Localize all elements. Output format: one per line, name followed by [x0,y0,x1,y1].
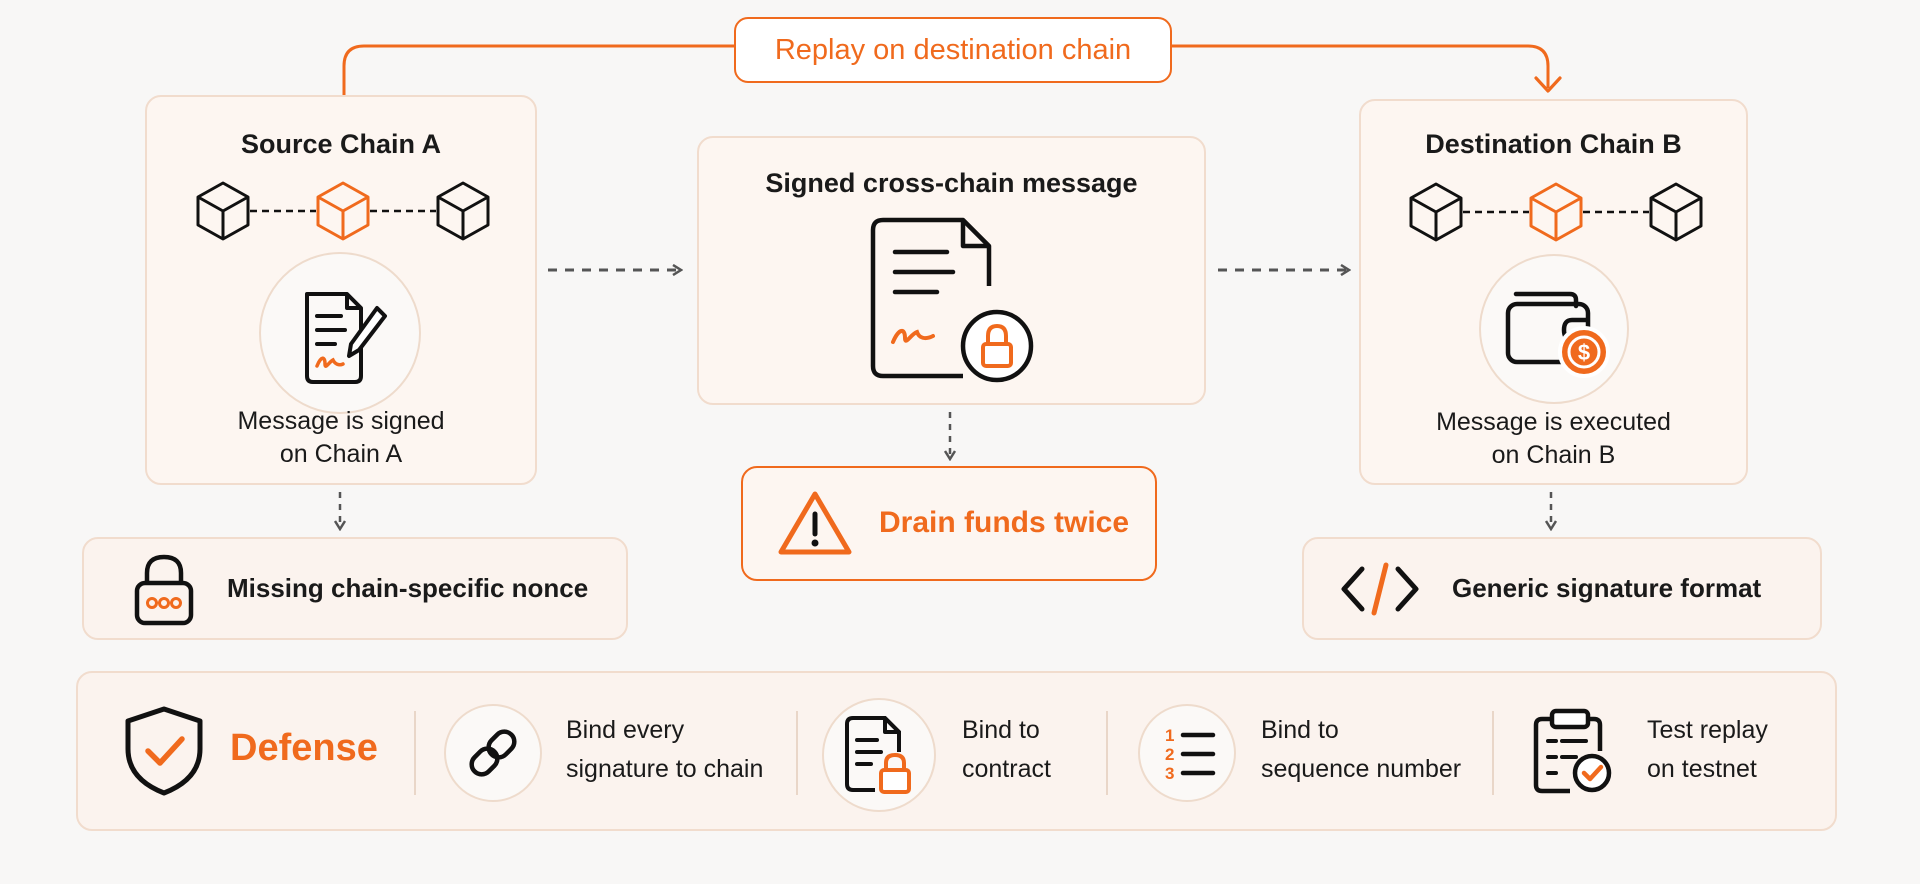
code-icon [1341,562,1419,616]
document-pen-icon [305,292,387,384]
defense-heading: Defense [230,727,378,769]
replay-label: Replay on destination chain [774,33,1132,66]
replay-label-box: Replay on destination chain [734,17,1172,83]
replay-arrowhead [1534,76,1562,93]
source-chain-title: Source Chain A [240,129,442,159]
replay-connector-right [1172,44,1550,88]
drain-funds-box: Drain funds twice [741,466,1157,581]
source-chain-card: Source Chain A Message is signed on Chai… [145,95,537,485]
divider [1106,711,1108,795]
clipboard-check-icon [1533,708,1612,794]
replay-connector [342,44,734,95]
warning-icon [778,491,852,555]
link-icon [469,729,517,777]
destination-caption: Message is executed on Chain B [1436,408,1671,469]
wallet-dollar-icon: $ [1505,291,1610,378]
blockchain-icon [1409,182,1703,242]
generic-signature-box: Generic signature format [1302,537,1822,640]
defense-item-test-replay: Test replay on testnet [1647,716,1768,783]
svg-text:2: 2 [1165,745,1174,764]
missing-nonce-label: Missing chain-specific nonce [227,573,589,603]
link-icon-circle [444,704,542,802]
destination-chain-title: Destination Chain B [1425,129,1682,159]
divider [796,711,798,795]
divider [414,711,416,795]
blockchain-icon [196,181,490,241]
shield-check-icon [125,706,203,796]
document-lock-icon [870,217,1034,383]
destination-chain-card: Destination Chain B $ Message is execute… [1359,99,1748,485]
numbered-list-icon: 1 2 3 [1165,726,1216,783]
padlock-icon [134,554,194,626]
svg-text:$: $ [1578,340,1590,365]
numbered-list-icon-circle: 1 2 3 [1138,704,1236,802]
source-caption: Message is signed on Chain A [237,407,445,468]
svg-text:1: 1 [1165,726,1174,745]
missing-nonce-box: Missing chain-specific nonce [82,537,628,640]
defense-item-bind-contract: Bind to contract [962,716,1051,783]
wallet-icon-circle: $ [1479,254,1629,404]
document-lock-icon-circle [822,698,936,812]
divider [1492,711,1494,795]
defense-bar: Defense Bind every signature to chain Bi… [76,671,1837,831]
svg-text:3: 3 [1165,764,1174,783]
signed-message-title: Signed cross-chain message [765,168,1138,198]
defense-item-bind-chain: Bind every signature to chain [566,716,764,783]
drain-funds-label: Drain funds twice [879,506,1130,539]
generic-signature-label: Generic signature format [1452,573,1762,603]
signed-message-card: Signed cross-chain message [697,136,1206,405]
defense-item-bind-sequence: Bind to sequence number [1261,716,1462,783]
document-lock-icon [845,716,911,794]
signing-icon-circle [259,252,421,414]
